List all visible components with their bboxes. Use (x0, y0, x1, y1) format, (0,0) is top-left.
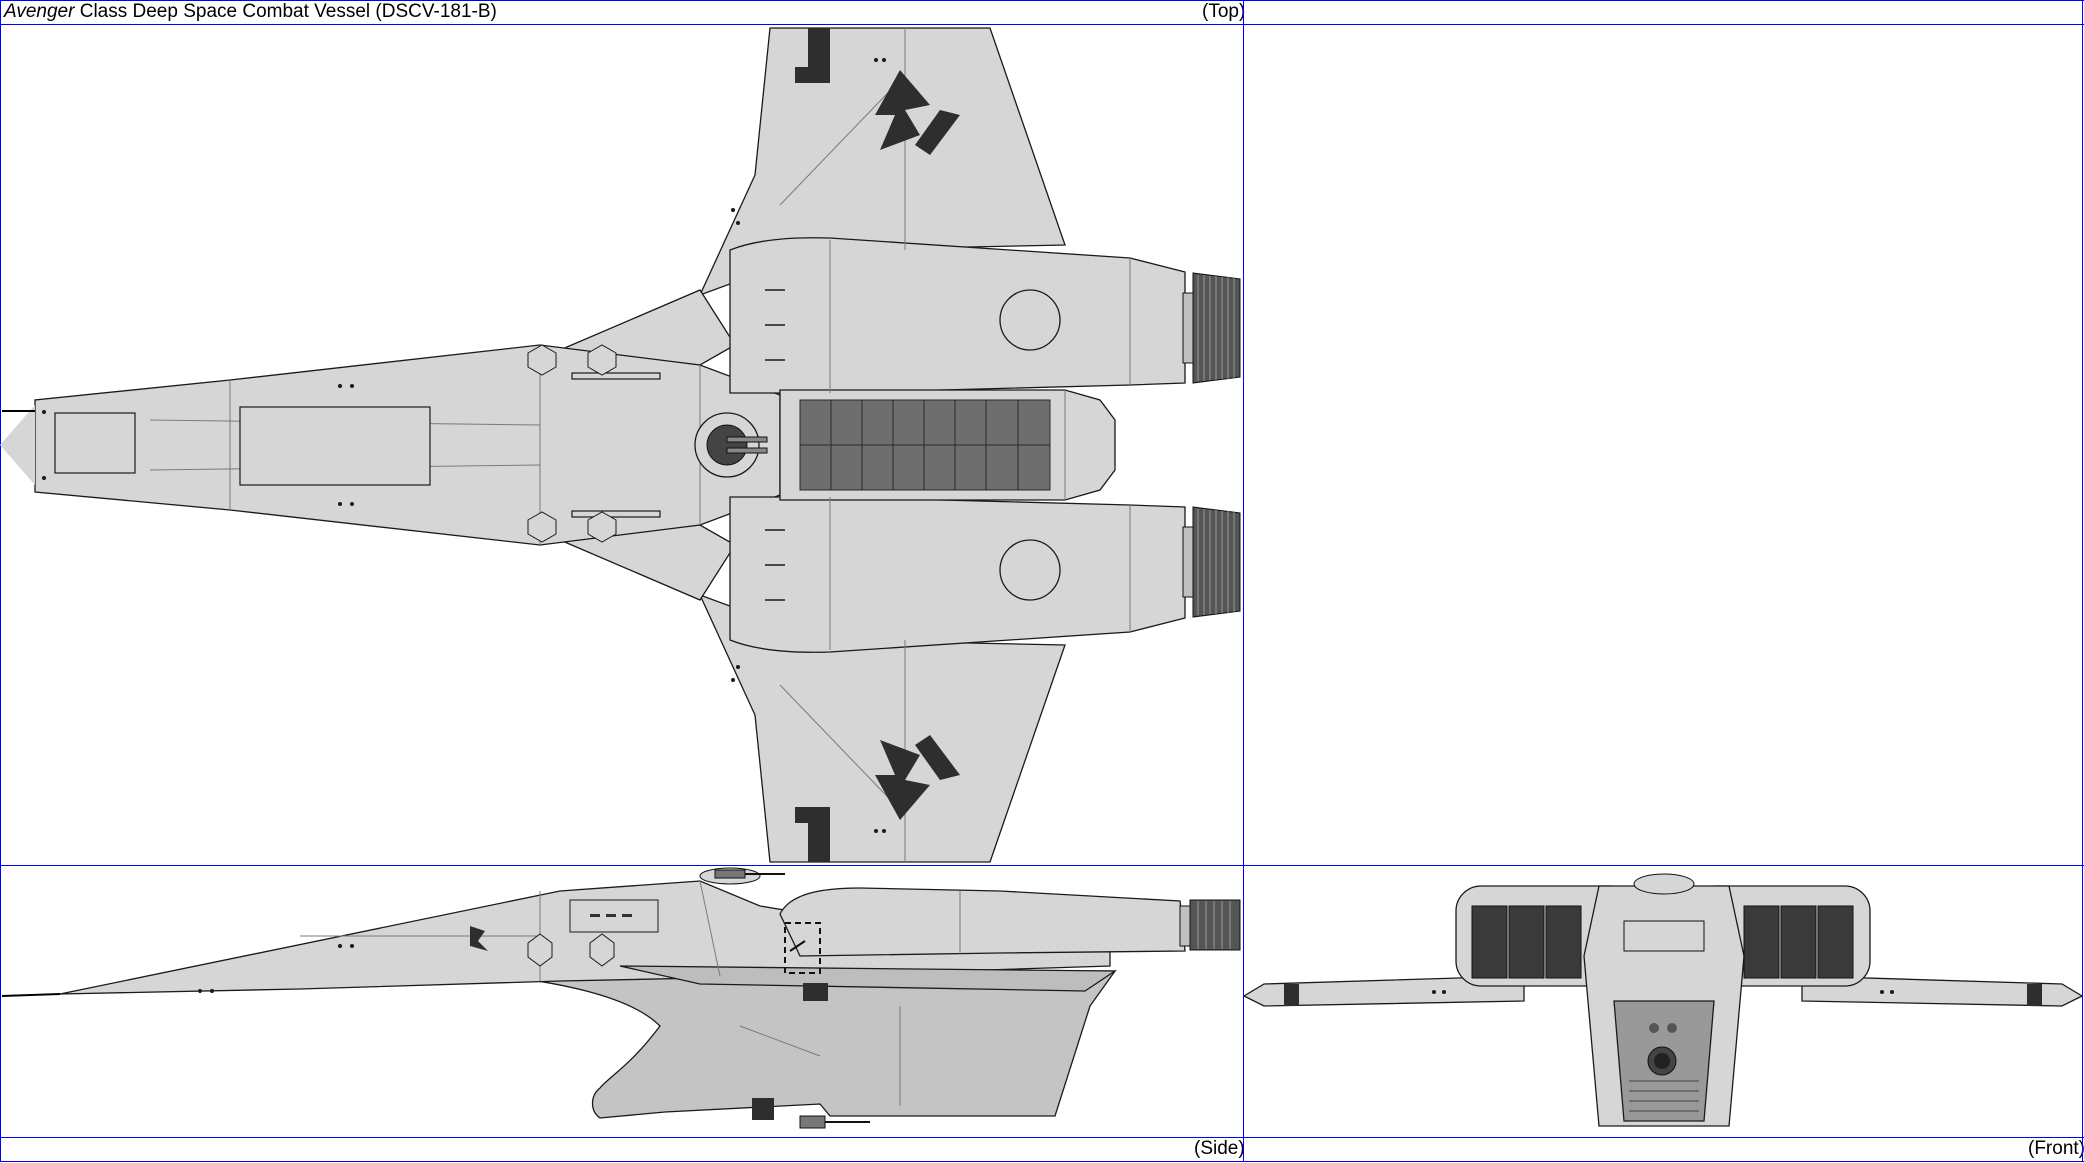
keel (459, 970, 1117, 1119)
front-view-label: (Front) (2028, 1138, 2084, 1159)
lower-wingtip-marking (795, 807, 830, 862)
top-view-label: (Top) (1202, 1, 1246, 22)
side-view-label: (Side) (1194, 1138, 1245, 1159)
dorsal-turret (694, 412, 768, 478)
forward-hatch (54, 412, 136, 474)
dorsal-turret-side (699, 867, 785, 885)
front-right-wing (1801, 975, 2082, 1007)
upper-wingtip-marking (795, 28, 830, 83)
lower-exhaust (1182, 506, 1241, 618)
top-view-drawing (0, 27, 1241, 863)
grid-left-edge (0, 0, 1, 1162)
sheet-title: Avenger Class Deep Space Combat Vessel (… (4, 1, 497, 23)
upper-wing-insignia (875, 70, 960, 155)
class-name: Avenger (4, 1, 75, 22)
front-left-wing (1244, 975, 1525, 1007)
grid-center-divider (1243, 0, 1244, 1162)
upper-exhaust (1182, 272, 1241, 384)
upper-engine-nacelle (729, 237, 1186, 394)
grid-footer-divider (0, 1137, 2084, 1138)
grid-top-edge (0, 0, 2084, 1)
vessel-designation: Class Deep Space Combat Vessel (DSCV-181… (74, 1, 497, 22)
engine-nacelle-side (779, 887, 1186, 957)
ventral-turret-side (799, 1115, 870, 1129)
nose (0, 405, 35, 485)
grid-bottom-edge (0, 1161, 2084, 1162)
grid-mid-divider (0, 865, 2084, 866)
grid-right-edge (2082, 0, 2083, 1162)
side-view-drawing (1, 867, 1241, 1129)
lower-wing-insignia (875, 735, 960, 820)
lower-engine-nacelle (729, 496, 1186, 653)
grid-header-divider (0, 24, 2084, 25)
dorsal-hatch (239, 406, 431, 486)
front-view-drawing (1244, 873, 2082, 1127)
nose-probe-side (1, 993, 61, 997)
